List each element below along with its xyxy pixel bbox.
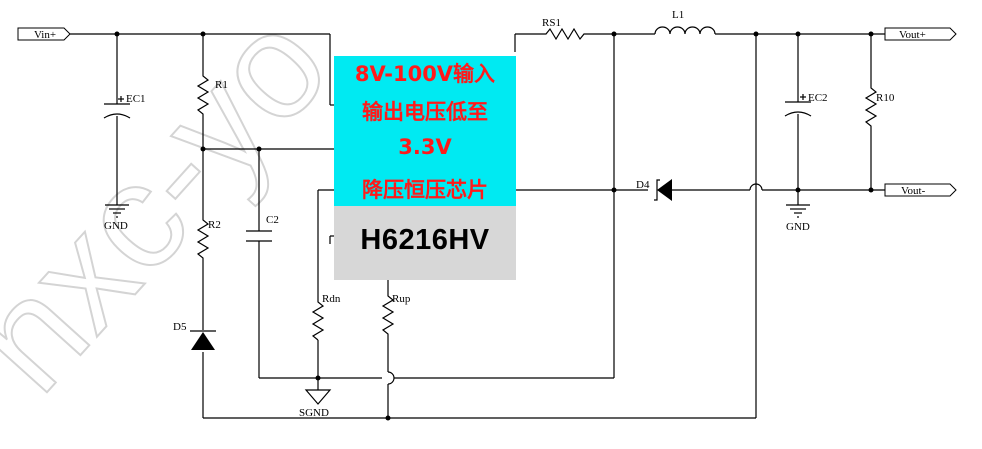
vout-minus-label: Vout- (901, 185, 926, 197)
banner-line-input-range: 8V-100V输入 (354, 62, 496, 86)
banner-line-chip-type: 降压恒压芯片 (362, 178, 488, 202)
feature-banner: 8V-100V输入 输出电压低至 3.3V 降压恒压芯片 (334, 56, 516, 206)
r2-label: R2 (208, 219, 221, 231)
l1-label: L1 (672, 9, 684, 21)
vout-plus-label: Vout+ (899, 29, 926, 41)
capacitor-ec1: EC1 (103, 93, 146, 119)
resistor-rdn: Rdn (311, 293, 341, 341)
resistor-r2: R2 (196, 214, 221, 264)
watermark: nxc-yo (0, 0, 359, 421)
resistor-rup: Rup (381, 290, 411, 338)
r10-label: R10 (876, 92, 895, 104)
sgnd-symbol: SGND (299, 389, 332, 419)
resistor-r10: R10 (864, 82, 895, 134)
chip-part-number: H6216HV (360, 224, 490, 256)
resistor-r1: R1 (196, 70, 228, 122)
wires (60, 33, 885, 419)
rs1-label: RS1 (542, 17, 561, 29)
junction-dots (114, 31, 874, 421)
resistor-rs1: RS1 (540, 17, 588, 41)
r1-label: R1 (215, 79, 228, 91)
chip-body: H6216HV (334, 206, 516, 280)
diode-d5: D5 (173, 321, 216, 350)
capacitor-c2: C2 (246, 214, 279, 242)
gnd-left-label: GND (104, 220, 128, 232)
vout-minus-port: Vout- (884, 183, 957, 197)
ec1-label: EC1 (126, 93, 146, 105)
diode-d4: D4 (636, 179, 672, 201)
banner-line-output-low: 输出电压低至 (362, 100, 488, 124)
d4-label: D4 (636, 179, 650, 191)
capacitor-ec2: EC2 (784, 92, 828, 117)
d5-label: D5 (173, 321, 187, 333)
vout-plus-port: Vout+ (884, 27, 957, 41)
ec2-label: EC2 (808, 92, 828, 104)
rup-label: Rup (392, 293, 411, 305)
vin-plus-port: Vin+ (17, 27, 71, 41)
gnd-right-label: GND (786, 221, 810, 233)
sgnd-label: SGND (299, 407, 329, 419)
banner-line-voltage: 3.3V (398, 135, 452, 159)
ground-symbol-left: GND (104, 204, 129, 232)
c2-label: C2 (266, 214, 279, 226)
vin-plus-label: Vin+ (34, 29, 56, 41)
rdn-label: Rdn (322, 293, 341, 305)
ground-symbol-right: GND (786, 204, 810, 233)
inductor-l1: L1 (654, 9, 716, 35)
